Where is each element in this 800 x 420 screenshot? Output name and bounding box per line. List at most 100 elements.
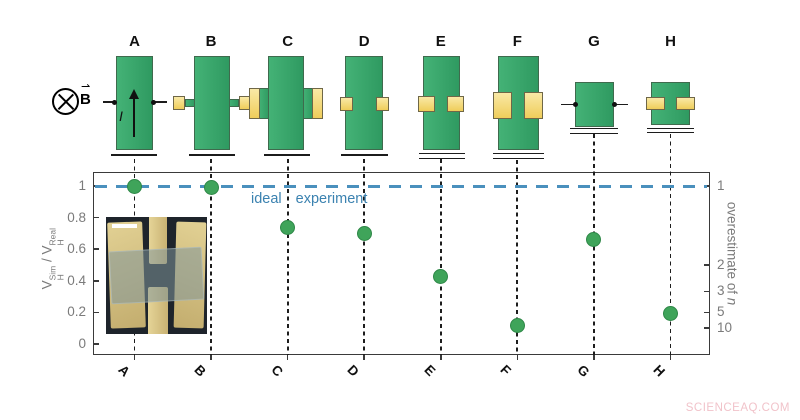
probe-line [153, 101, 167, 103]
device-baseline [647, 127, 694, 133]
x-tick-D [363, 355, 365, 360]
y-tick-right-10 [704, 327, 710, 329]
y-label-divider: / [39, 258, 55, 262]
y-tick-left-0.4 [93, 280, 99, 282]
right-label-text: overestimate of [724, 201, 740, 298]
contact-pad [376, 97, 389, 111]
y-tick-label-right-2: 2 [717, 257, 725, 272]
y-tick-left-0 [93, 343, 99, 345]
data-point-G [586, 232, 602, 248]
hall-bar [194, 56, 230, 150]
x-tick-label-F: F [497, 362, 515, 379]
device-baseline [111, 154, 157, 156]
probe-dot [572, 102, 578, 107]
plot-frame [93, 172, 710, 355]
probe-dot [611, 102, 617, 107]
device-baseline [419, 153, 465, 159]
current-arrow-head [128, 89, 139, 99]
probe-line [614, 103, 628, 106]
contact-pad [646, 97, 665, 110]
y-tick-label-left-0.2: 0.2 [67, 304, 86, 320]
x-tick-label-A: A [114, 362, 133, 380]
y-tick-right-3 [704, 290, 710, 293]
current-arrow [132, 98, 136, 137]
y-axis-label-right: overestimate of n [725, 188, 740, 320]
data-point-D [356, 225, 372, 241]
x-tick-label-B: B [191, 362, 209, 380]
device-baseline [189, 154, 235, 156]
y-tick-label-left-0.6: 0.6 [67, 241, 86, 257]
guide-line-E [439, 159, 442, 355]
x-tick-label-E: E [421, 362, 439, 379]
sem-flake [108, 246, 205, 305]
b-into-page-icon [52, 88, 79, 115]
y-tick-left-0.8 [93, 216, 99, 219]
guide-line-F [516, 160, 519, 355]
probe-line [561, 103, 575, 106]
contact-pad [340, 97, 353, 111]
watermark: SCIENCEAQ.COM [685, 402, 790, 414]
y-tick-label-left-0: 0 [78, 336, 86, 351]
x-tick-C [286, 355, 289, 360]
y-tick-label-right-10: 10 [717, 320, 733, 336]
x-tick-A [133, 355, 136, 360]
sem-inset-image [106, 217, 207, 334]
data-point-H [662, 306, 678, 322]
y-tick-label-right-5: 5 [717, 304, 725, 320]
device-label-H: H [665, 33, 676, 50]
contact-pad [446, 95, 464, 112]
device-label-E: E [435, 33, 446, 50]
b-field-label: B [80, 91, 91, 108]
right-label-n: n [724, 297, 740, 306]
probe-dot [112, 99, 117, 105]
y-tick-label-right-1: 1 [717, 178, 725, 193]
device-label-B: B [205, 33, 217, 50]
y-tick-right-5 [704, 311, 710, 314]
x-tick-label-H: H [650, 362, 669, 380]
x-tick-B [210, 355, 212, 360]
device-baseline [493, 153, 544, 159]
device-baseline [264, 154, 310, 156]
y-tick-label-right-3: 3 [717, 283, 725, 299]
x-tick-G [593, 355, 595, 360]
y-tick-label-left-0.4: 0.4 [67, 272, 86, 288]
ideal-reference-line [95, 185, 707, 188]
hall-bar [575, 82, 614, 127]
y-tick-label-left-1: 1 [78, 178, 86, 193]
y-label-v: V [39, 245, 55, 255]
sem-scale-bar [112, 224, 137, 228]
guide-line-D [363, 159, 366, 355]
y-tick-left-0.2 [93, 311, 99, 314]
current-label: I [119, 108, 123, 124]
ideal-experiment-label: ideal experiment [251, 191, 368, 207]
device-label-C: C [282, 33, 294, 50]
contact-pad [249, 87, 260, 119]
probe-line [103, 101, 116, 103]
y-tick-right-2 [704, 264, 710, 266]
y-tick-label-left-0.8: 0.8 [67, 209, 86, 225]
data-point-A [127, 178, 142, 194]
x-tick-label-D: D [344, 362, 363, 380]
x-tick-E [439, 355, 442, 360]
y-tick-left-0.6 [93, 248, 99, 250]
probe-dot [151, 99, 156, 105]
x-tick-label-G: G [574, 362, 593, 381]
guide-line-B [210, 159, 212, 355]
x-tick-F [516, 355, 519, 360]
device-label-A: A [129, 33, 140, 50]
y-tick-right-1 [704, 185, 710, 187]
contact-pad [493, 91, 512, 119]
device-label-G: G [588, 33, 600, 50]
data-point-F [509, 317, 525, 333]
x-tick-label-C: C [268, 362, 286, 380]
data-point-E [433, 268, 449, 284]
guide-line-C [286, 159, 289, 355]
x-tick-H [669, 355, 672, 360]
device-label-D: D [358, 33, 370, 50]
contact-pad [676, 97, 695, 110]
y-label-v: V [39, 280, 55, 290]
guide-line-H [669, 134, 672, 355]
contact-pad [523, 91, 543, 119]
device-baseline [341, 154, 388, 156]
